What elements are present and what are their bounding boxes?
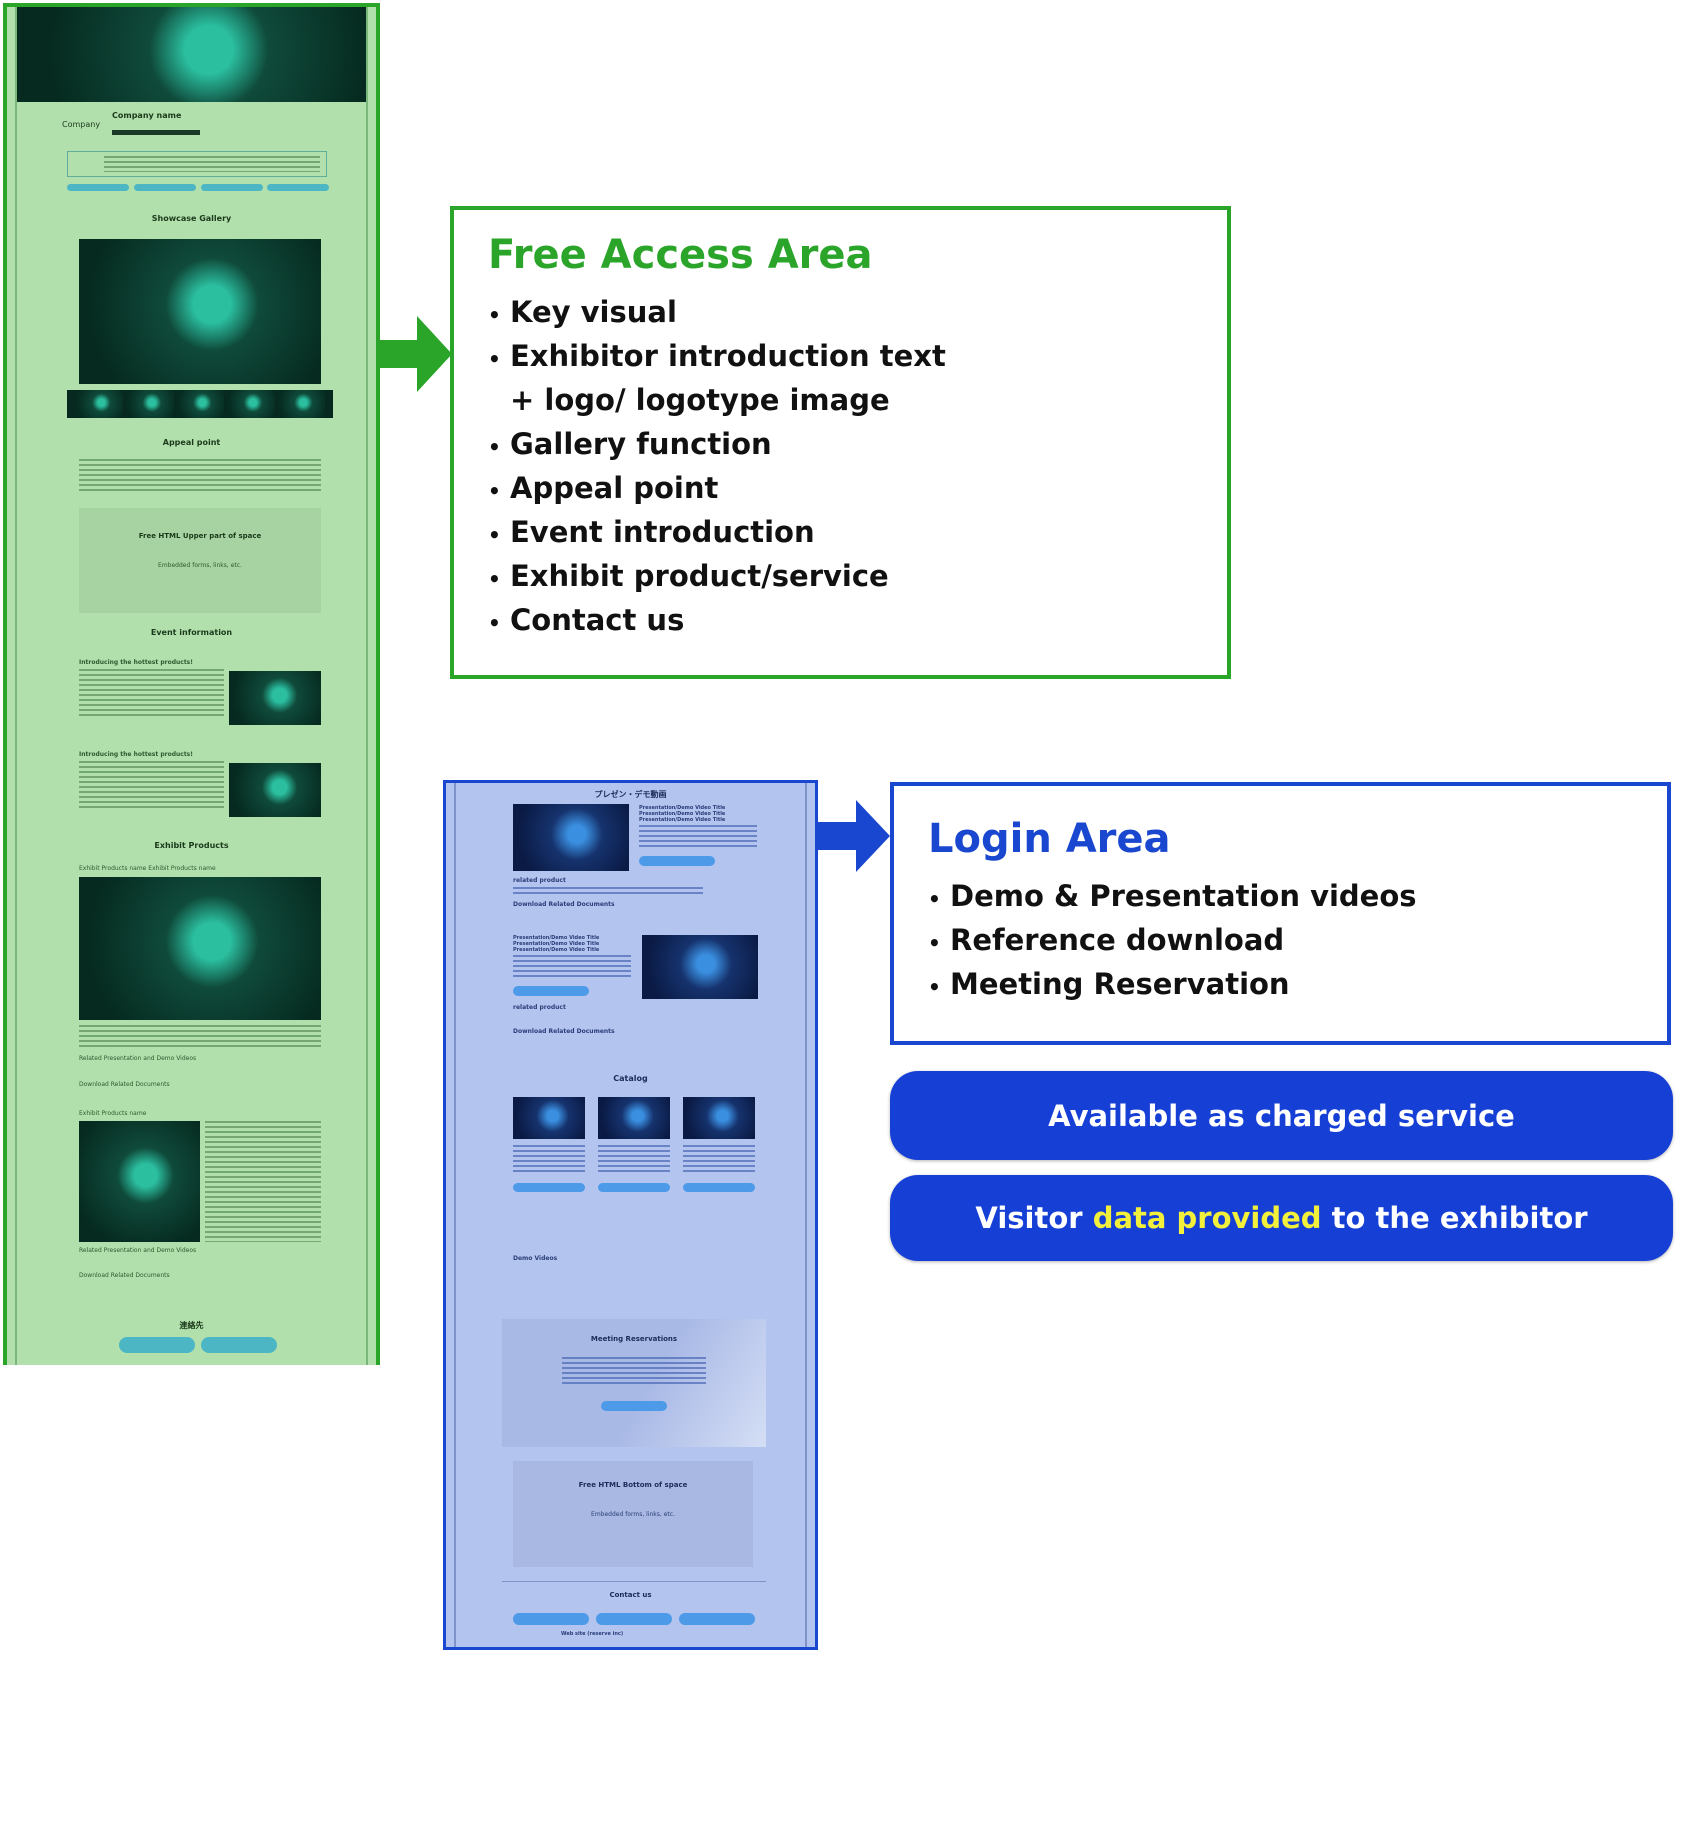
green-arrow-icon	[377, 316, 452, 392]
login-area-item: •Meeting Reservation	[928, 967, 1290, 1001]
phone-button[interactable]	[513, 1613, 589, 1625]
intro-text-box	[67, 151, 327, 177]
related-product-label: related product	[513, 877, 566, 884]
download-docs-label: Download Related Documents	[513, 901, 615, 908]
exhibit-image	[79, 1121, 200, 1242]
event-heading: Event information	[150, 628, 233, 637]
mail-button[interactable]	[201, 1337, 277, 1353]
free-access-item: + logo/ logotype image	[510, 383, 890, 417]
nav-pill[interactable]	[134, 184, 196, 191]
video-title: Presentation/Demo Video Title Presentati…	[639, 805, 726, 823]
blue-arrow-icon	[818, 800, 890, 872]
meeting-reservation-box: Meeting Reservations	[502, 1319, 766, 1447]
related-videos-label: Related Presentation and Demo Videos	[79, 1055, 197, 1062]
catalog-heading: Catalog	[613, 1074, 648, 1083]
download-docs-label: Download Related Documents	[79, 1081, 170, 1088]
nav-pill[interactable]	[267, 184, 329, 191]
company-tags	[112, 130, 200, 135]
download-button[interactable]	[513, 1183, 585, 1192]
exhibit-text	[79, 1025, 321, 1047]
video-thumbnail[interactable]	[513, 804, 629, 871]
video-text	[639, 825, 757, 849]
login-area-item: •Reference download	[928, 923, 1285, 957]
gallery-main-image	[79, 239, 321, 384]
catalog-text	[513, 1145, 585, 1175]
free-access-title: Free Access Area	[488, 232, 873, 278]
free-access-item: •Appeal point	[488, 471, 719, 505]
event-text	[79, 761, 224, 811]
event-title: Introducing the hottest products!	[79, 751, 193, 758]
appeal-heading: Appeal point	[162, 438, 221, 447]
catalog-text	[683, 1145, 755, 1175]
video-thumbnail[interactable]	[642, 935, 758, 999]
related-videos-label: Related Presentation and Demo Videos	[79, 1247, 197, 1254]
contact-heading: Contact us	[609, 1591, 652, 1599]
free-html-bottom: Free HTML Bottom of space Embedded forms…	[513, 1461, 753, 1567]
demo-videos-label: Demo Videos	[513, 1255, 558, 1262]
event-text	[79, 669, 224, 719]
catalog-image	[598, 1097, 670, 1139]
video-heading: プレゼン・デモ動画	[594, 790, 667, 799]
video-title: Presentation/Demo Video Title Presentati…	[513, 935, 600, 953]
login-page-mockup: プレゼン・デモ動画 Presentation/Demo Video Title …	[443, 780, 818, 1650]
login-area-box: Login Area •Demo & Presentation videos •…	[890, 782, 1671, 1045]
free-access-item: •Exhibitor introduction text	[488, 339, 946, 373]
company-logo: Company	[62, 120, 101, 129]
download-docs-label: Download Related Documents	[513, 1028, 615, 1035]
appeal-text	[79, 459, 321, 494]
nav-pill[interactable]	[67, 184, 129, 191]
download-button[interactable]	[683, 1183, 755, 1192]
view-video-button[interactable]	[639, 856, 715, 866]
exhibit-text	[205, 1121, 321, 1242]
visitor-data-highlight: data provided	[1092, 1201, 1322, 1235]
gallery-thumbnails[interactable]	[67, 390, 333, 418]
catalog-image	[513, 1097, 585, 1139]
meeting-reserve-button[interactable]	[601, 1401, 667, 1411]
event-image	[229, 763, 321, 817]
nav-pill[interactable]	[201, 184, 263, 191]
exhibit-image	[79, 877, 321, 1020]
free-access-item: •Exhibit product/service	[488, 559, 889, 593]
exhibit-heading: Exhibit Products	[154, 841, 229, 850]
free-access-item: •Event introduction	[488, 515, 815, 549]
mail-button[interactable]	[596, 1613, 672, 1625]
visitor-data-badge: Visitor data provided to the exhibitor	[890, 1175, 1673, 1261]
free-access-item: •Key visual	[488, 295, 677, 329]
contact-heading: 連絡先	[179, 1321, 204, 1330]
charged-service-badge: Available as charged service	[890, 1071, 1673, 1160]
video-text	[513, 955, 631, 979]
exhibit-name: Exhibit Products name	[79, 1110, 147, 1117]
event-image	[229, 671, 321, 725]
free-access-page-mockup: Company Company name Showcase Gallery Ap…	[3, 3, 380, 1365]
login-area-item: •Demo & Presentation videos	[928, 879, 1417, 913]
catalog-image	[683, 1097, 755, 1139]
exhibit-name: Exhibit Products name Exhibit Products n…	[79, 865, 216, 872]
key-visual-image	[17, 7, 366, 102]
login-area-title: Login Area	[928, 816, 1171, 862]
web-button[interactable]	[679, 1613, 755, 1625]
event-title: Introducing the hottest products!	[79, 659, 193, 666]
related-product-label: related product	[513, 1004, 566, 1011]
free-html-upper: Free HTML Upper part of space Embedded f…	[79, 508, 321, 613]
website-label: Web site (reserve inc)	[561, 1631, 624, 1637]
free-access-area-box: Free Access Area •Key visual •Exhibitor …	[450, 206, 1231, 679]
related-links	[513, 887, 703, 896]
free-access-item: •Contact us	[488, 603, 685, 637]
phone-button[interactable]	[119, 1337, 195, 1353]
free-access-item: •Gallery function	[488, 427, 772, 461]
download-docs-label: Download Related Documents	[79, 1272, 170, 1279]
gallery-heading: Showcase Gallery	[151, 214, 232, 223]
catalog-text	[598, 1145, 670, 1175]
company-name: Company name	[112, 111, 182, 120]
download-button[interactable]	[598, 1183, 670, 1192]
view-video-button[interactable]	[513, 986, 589, 996]
